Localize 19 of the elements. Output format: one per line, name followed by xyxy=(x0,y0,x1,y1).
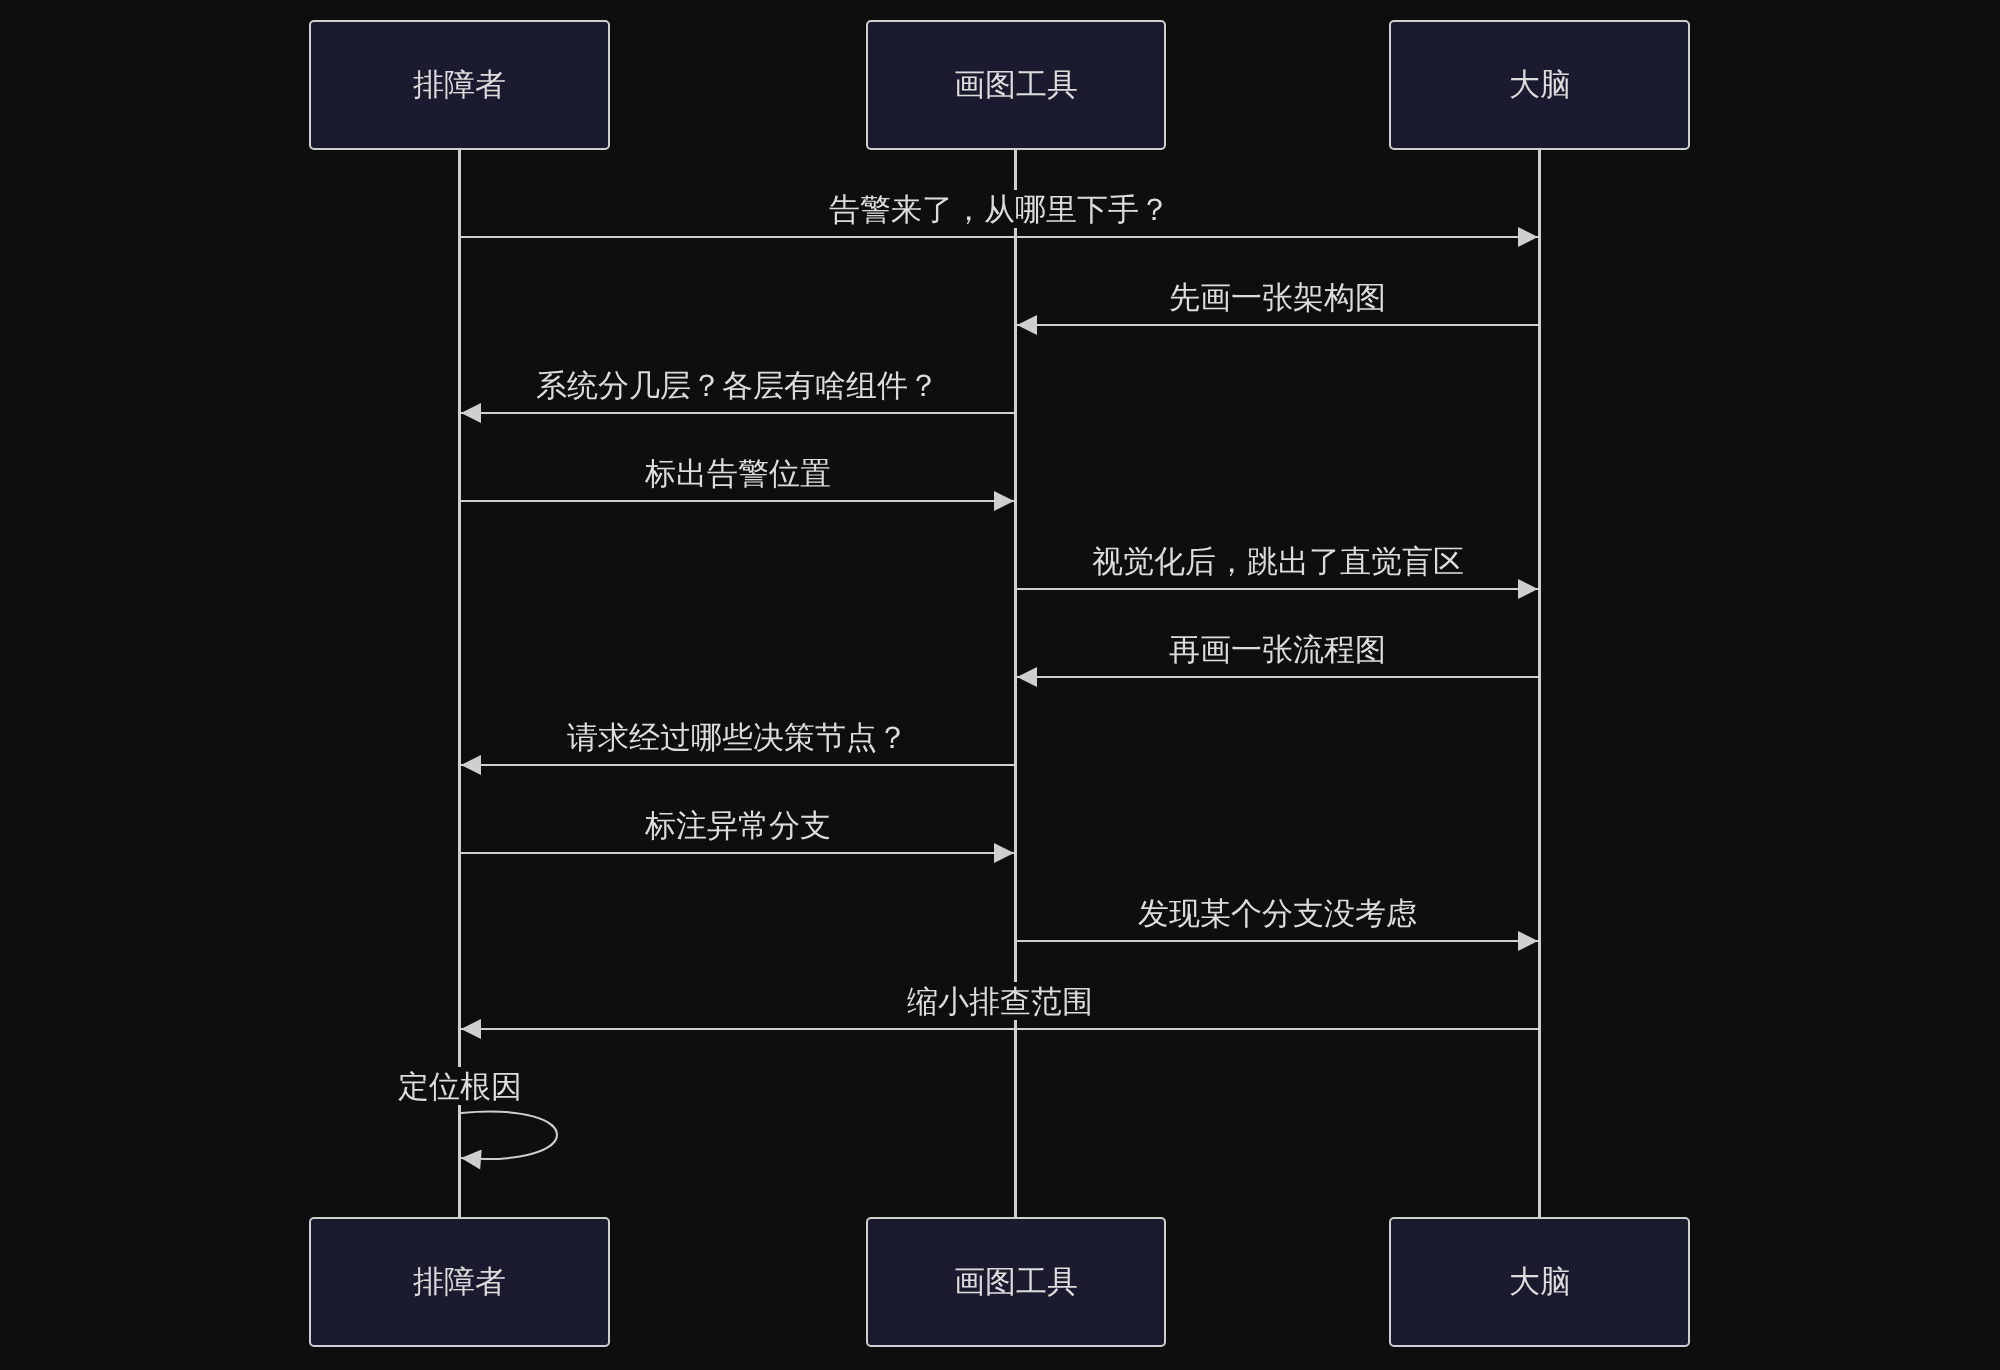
message-arrow xyxy=(1016,315,1539,335)
message-arrow xyxy=(460,227,1539,247)
lifeline xyxy=(1538,150,1541,1217)
message-arrow xyxy=(460,1019,1539,1039)
message-arrow xyxy=(460,403,1015,423)
lifeline xyxy=(458,150,461,1217)
participant-box: 排障者 xyxy=(309,20,610,150)
message-arrow xyxy=(460,843,1015,863)
message-arrow xyxy=(460,491,1015,511)
message-arrow xyxy=(1016,667,1539,687)
message-arrow xyxy=(460,755,1015,775)
self-message-arrow xyxy=(460,1110,558,1169)
message-arrow xyxy=(1016,579,1539,599)
participant-box: 排障者 xyxy=(309,1217,610,1347)
participant-box: 画图工具 xyxy=(866,20,1166,150)
participant-box: 大脑 xyxy=(1389,1217,1690,1347)
message-arrow xyxy=(1016,931,1539,951)
participant-box: 画图工具 xyxy=(866,1217,1166,1347)
participant-box: 大脑 xyxy=(1389,20,1690,150)
